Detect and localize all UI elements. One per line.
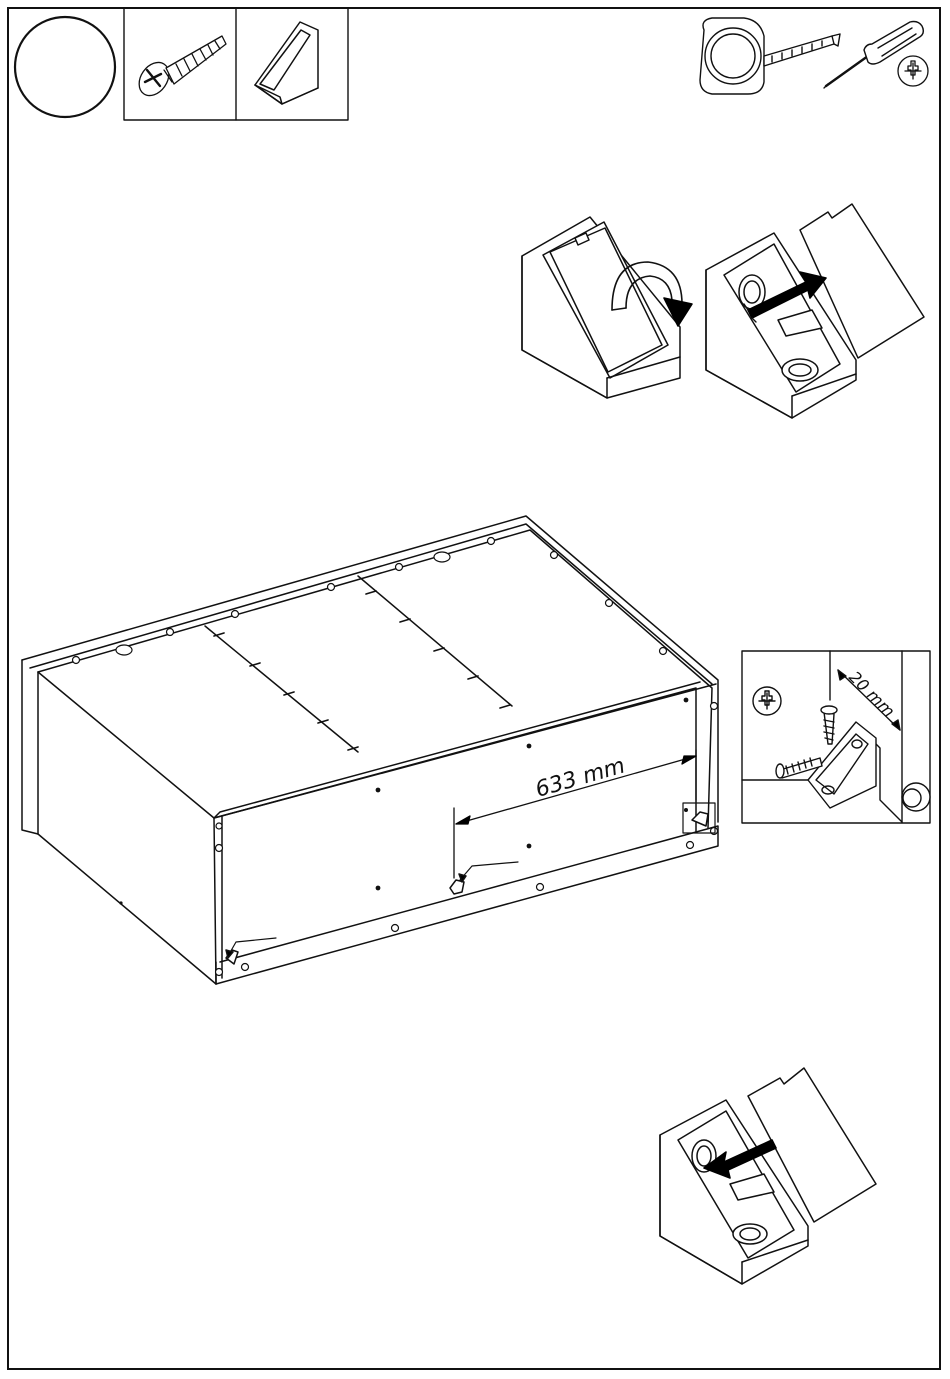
step-number-circle [15,17,115,117]
cabinet-assembly [22,516,718,984]
tape-measure-icon [700,18,840,94]
corner-block-cover-closed [522,217,680,398]
corner-block-cover-reattach [660,1068,876,1284]
length-dimension-label: 633 mm [533,753,628,802]
screw-icon [133,36,226,101]
detail-inset [742,651,930,823]
corner-block-icon [255,22,318,104]
phillips-icon [898,56,928,86]
corner-block-cover-removed [706,204,924,418]
